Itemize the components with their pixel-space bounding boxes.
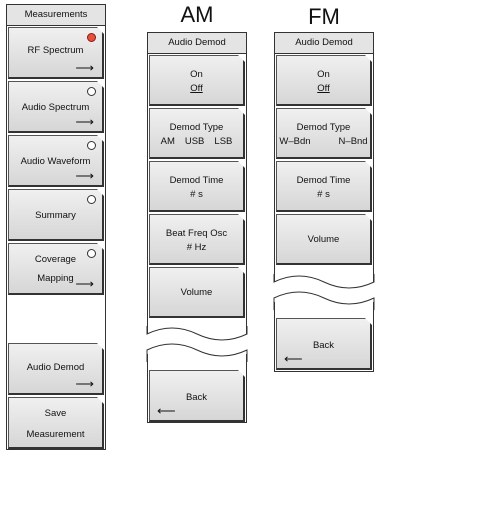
am-audio-demod-menu: Audio Demod On Off Demod Type AM USB LSB… [146, 32, 248, 423]
lsb-option: LSB [214, 136, 233, 147]
fm-demod-type-key[interactable]: Demod Type W–Bdn N–Bnd [276, 108, 372, 159]
fm-back-key[interactable]: Back ⟵ [276, 318, 372, 370]
coverage-label: Coverage [34, 254, 77, 265]
audio-demod-key[interactable]: Audio Demod ⟶ [8, 343, 104, 395]
fm-heading: FM [308, 4, 340, 29]
submenu-arrow-icon: ⟶ [75, 168, 94, 183]
am-demod-time-key[interactable]: Demod Time # s [149, 161, 245, 212]
back-label: Back [185, 392, 208, 403]
demod-type-options: AM USB LSB [150, 135, 243, 148]
save-measurement-key[interactable]: Save Measurement [8, 397, 104, 449]
am-volume-key[interactable]: Volume [149, 267, 245, 318]
measurements-menu: Measurements RF Spectrum ⟶ Audio Spectru… [6, 4, 106, 450]
am-panel-lower: Back ⟵ [147, 354, 247, 423]
audio-spectrum-label: Audio Spectrum [21, 102, 90, 113]
unselected-indicator-icon [87, 141, 96, 150]
selected-indicator-icon [87, 33, 96, 42]
am-panel-upper: Audio Demod On Off Demod Type AM USB LSB… [147, 32, 247, 334]
summary-key[interactable]: Summary [8, 189, 104, 241]
am-demod-type-key[interactable]: Demod Type AM USB LSB [149, 108, 245, 159]
off-option: Off [190, 83, 203, 94]
unselected-indicator-icon [87, 87, 96, 96]
fm-panel-lower: Back ⟵ [274, 302, 374, 372]
am-on-off-key[interactable]: On Off [149, 55, 245, 106]
submenu-arrow-icon: ⟶ [75, 276, 94, 291]
demod-type-label: Demod Type [296, 122, 351, 133]
volume-label: Volume [180, 287, 213, 298]
fm-menu-title: Audio Demod [275, 33, 373, 54]
demod-type-options: W–Bdn N–Bnd [277, 135, 370, 148]
submenu-arrow-icon: ⟶ [75, 60, 94, 75]
am-heading: AM [180, 2, 214, 27]
demod-type-label: Demod Type [169, 122, 224, 133]
am-back-key[interactable]: Back ⟵ [149, 370, 245, 422]
summary-label: Summary [35, 210, 76, 221]
usb-option: USB [184, 136, 205, 147]
audio-demod-label: Audio Demod [26, 362, 85, 373]
wideband-option: W–Bdn [279, 136, 311, 147]
demod-time-label: Demod Time [296, 175, 351, 186]
demod-time-label: Demod Time [169, 175, 224, 186]
beat-freq-label: Beat Freq Osc [165, 228, 228, 239]
submenu-arrow-icon: ⟶ [75, 376, 94, 391]
rf-spectrum-label: RF Spectrum [27, 45, 84, 56]
fm-volume-key[interactable]: Volume [276, 214, 372, 265]
rf-spectrum-key[interactable]: RF Spectrum ⟶ [8, 27, 104, 79]
unselected-indicator-icon [87, 195, 96, 204]
am-option: AM [160, 136, 175, 147]
unselected-indicator-icon [87, 249, 96, 258]
panel-break-icon [273, 274, 375, 310]
am-menu-title: Audio Demod [148, 33, 246, 54]
audio-waveform-label: Audio Waveform [20, 156, 91, 167]
back-arrow-icon: ⟵ [284, 351, 303, 366]
save-label: Save [44, 408, 67, 419]
on-option: On [317, 69, 330, 80]
off-option: Off [317, 83, 330, 94]
panel-break-icon [146, 326, 248, 362]
coverage-mapping-key[interactable]: Coverage Mapping ⟶ [8, 243, 104, 295]
measurement-label: Measurement [26, 429, 85, 440]
mapping-label: Mapping [37, 273, 74, 284]
fm-on-off-key[interactable]: On Off [276, 55, 372, 106]
submenu-arrow-icon: ⟶ [75, 114, 94, 129]
on-option: On [190, 69, 203, 80]
demod-time-value: # s [190, 189, 203, 200]
beat-freq-value: # Hz [186, 242, 207, 253]
fm-demod-time-key[interactable]: Demod Time # s [276, 161, 372, 212]
fm-audio-demod-menu: Audio Demod On Off Demod Type W–Bdn N–Bn… [273, 32, 375, 372]
narrowband-option: N–Bnd [338, 136, 368, 147]
menu-title: Measurements [7, 5, 105, 26]
fm-panel-upper: Audio Demod On Off Demod Type W–Bdn N–Bn… [274, 32, 374, 282]
volume-label: Volume [307, 234, 340, 245]
demod-time-value: # s [317, 189, 330, 200]
audio-waveform-key[interactable]: Audio Waveform ⟶ [8, 135, 104, 187]
back-label: Back [312, 340, 335, 351]
beat-freq-osc-key[interactable]: Beat Freq Osc # Hz [149, 214, 245, 265]
back-arrow-icon: ⟵ [157, 403, 176, 418]
audio-spectrum-key[interactable]: Audio Spectrum ⟶ [8, 81, 104, 133]
